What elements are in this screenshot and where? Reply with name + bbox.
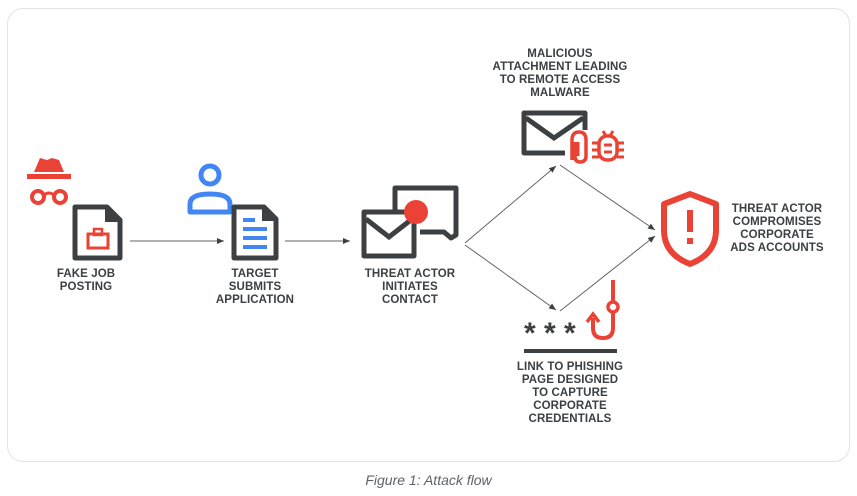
envelope-icon [521, 110, 588, 156]
node-label-threat-actor-initiates-contact: THREAT ACTOR INITIATES CONTACT [355, 268, 465, 307]
bug-icon [592, 130, 624, 162]
label-line: APPLICATION [215, 294, 295, 306]
flow-arrow [464, 165, 557, 244]
label-line: PAGE DESIGNED [521, 374, 619, 386]
label-line: LINK TO PHISHING [516, 361, 624, 373]
label-line: TO CAPTURE [532, 387, 608, 399]
node-label-malicious-attachment: MALICIOUS ATTACHMENT LEADING TO REMOTE A… [480, 48, 640, 100]
label-line: ATTACHMENT LEADING [492, 61, 628, 73]
label-line: TO REMOTE ACCESS [499, 74, 621, 86]
label-line: ADS ACCOUNTS [730, 242, 824, 254]
svg-text:*: * [544, 317, 556, 350]
svg-text:*: * [564, 317, 576, 350]
label-line: THREAT ACTOR [364, 268, 456, 280]
label-line: CORPORATE [740, 229, 814, 241]
label-line: FAKE JOB [56, 268, 116, 280]
diagram-card [7, 8, 850, 462]
label-line: SUBMITS [228, 281, 282, 293]
flow-arrow [559, 164, 656, 231]
label-line: TARGET [231, 268, 279, 280]
envelope-chat-notification-icon [361, 185, 459, 259]
node-label-target-submits-application: TARGET SUBMITS APPLICATION [205, 268, 305, 307]
document-lines-icon [231, 204, 279, 261]
user-icon [187, 163, 233, 215]
label-line: CORPORATE [533, 400, 607, 412]
flow-arrow [464, 244, 557, 311]
figure-caption: Figure 1: Attack flow [365, 472, 492, 488]
label-line: INITIATES [382, 281, 438, 293]
fishhook-icon [585, 280, 620, 341]
document-briefcase-icon [72, 204, 123, 261]
label-line: MALWARE [530, 87, 590, 99]
label-line: CONTACT [381, 294, 439, 306]
incognito-icon [27, 158, 71, 205]
label-line: THREAT ACTOR [731, 203, 823, 215]
svg-text:*: * [524, 317, 536, 350]
node-label-fake-job-posting: FAKE JOB POSTING [46, 268, 126, 294]
label-line: MALICIOUS [527, 48, 593, 60]
label-line: POSTING [59, 281, 113, 293]
node-label-phishing-link: LINK TO PHISHING PAGE DESIGNED TO CAPTUR… [500, 361, 640, 426]
password-asterisks-icon: * * * [524, 317, 617, 353]
paperclip-icon [570, 130, 588, 164]
label-line: COMPROMISES [732, 216, 822, 228]
node-label-threat-actor-compromises: THREAT ACTOR COMPROMISES CORPORATE ADS A… [722, 203, 832, 255]
flow-arrow [559, 235, 656, 312]
label-line: CREDENTIALS [528, 413, 612, 425]
shield-alert-icon [661, 191, 719, 267]
